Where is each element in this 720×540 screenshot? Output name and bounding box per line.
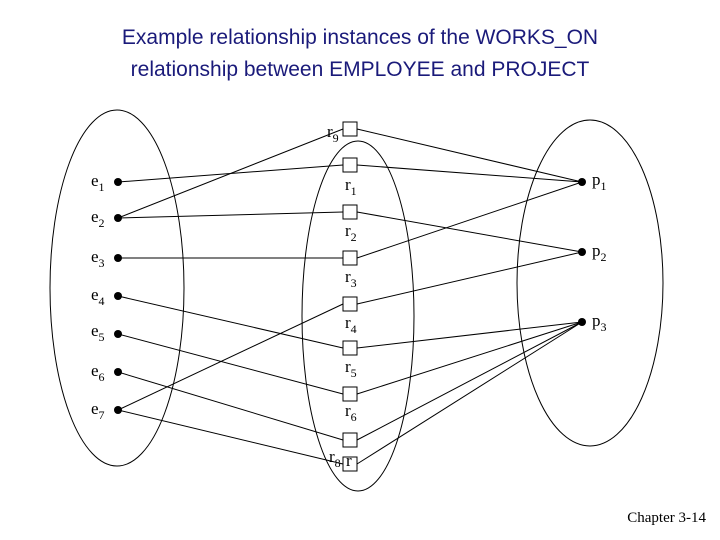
chapter-footer: Chapter 3-14 [627, 510, 706, 526]
project-node-p1 [578, 178, 586, 186]
link-r9-p1 [356, 128, 583, 183]
employee-label-e7: e7 [91, 399, 105, 422]
relationship-box-r4 [342, 296, 358, 312]
link-r4-p2 [356, 251, 583, 305]
employee-node-e2 [114, 214, 122, 222]
link-r1-p1 [356, 164, 583, 183]
relationship-label-r2: r2 [345, 221, 357, 244]
relationship-label-r6: r6 [345, 401, 357, 424]
relationship-box-r5 [342, 340, 358, 356]
link-r5-p3 [356, 321, 583, 349]
relationship-set-ellipse [301, 140, 415, 492]
link-e5-r6 [117, 333, 344, 395]
title-line-2: relationship between EMPLOYEE and PROJEC… [130, 58, 590, 81]
relationship-box-r1 [342, 157, 358, 173]
node-layer [114, 121, 586, 472]
link-e2-r2 [117, 211, 344, 219]
employee-set-ellipse [49, 109, 185, 467]
employee-label-e3: e3 [91, 247, 105, 270]
page-title: Example relationship instances of the WO… [0, 22, 720, 86]
link-lines [117, 128, 583, 465]
employee-node-e3 [114, 254, 122, 262]
link-r6-p3 [356, 321, 583, 395]
link-e4-r5 [117, 295, 344, 349]
link-e6-r8 [117, 371, 344, 441]
project-label-p2: p2 [592, 241, 607, 264]
relationship-box-r2 [342, 204, 358, 220]
relationship-label-r: r [346, 451, 352, 470]
project-node-p3 [578, 318, 586, 326]
link-e7-r [117, 409, 344, 465]
title-line-1: Example relationship instances of the WO… [121, 26, 599, 49]
link-r3-p1 [356, 181, 583, 259]
employee-node-e5 [114, 330, 122, 338]
relationship-label-r4: r4 [345, 313, 357, 336]
relationship-label-r9: r9 [327, 122, 339, 145]
link-r8-p3 [356, 321, 583, 441]
project-set-ellipse [516, 119, 664, 447]
employee-label-e6: e6 [91, 361, 105, 384]
employee-label-e5: e5 [91, 321, 105, 344]
relationship-box-r8 [342, 432, 358, 448]
relationship-label-r3: r3 [345, 267, 357, 290]
relationship-box-r3 [342, 250, 358, 266]
relationship-box-r9 [342, 121, 358, 137]
relationship-box-r [342, 456, 358, 472]
project-label-p3: p3 [592, 311, 607, 334]
relationship-label-r8: r8 [329, 447, 341, 470]
employee-label-e4: e4 [91, 285, 105, 308]
employee-label-e2: e2 [91, 207, 105, 230]
employee-node-e1 [114, 178, 122, 186]
employee-label-e1: e1 [91, 171, 105, 194]
employee-node-e6 [114, 368, 122, 376]
project-label-p1: p1 [592, 170, 607, 193]
relationship-box-r6 [342, 386, 358, 402]
link-r2-p2 [356, 211, 583, 253]
project-node-p2 [578, 248, 586, 256]
link-e7-r4 [117, 303, 344, 411]
link-r-p3 [356, 321, 583, 465]
employee-node-e4 [114, 292, 122, 300]
relationship-label-r1: r1 [345, 175, 357, 198]
relationship-label-r5: r5 [345, 357, 357, 380]
link-e1-r1 [117, 164, 344, 183]
employee-node-e7 [114, 406, 122, 414]
